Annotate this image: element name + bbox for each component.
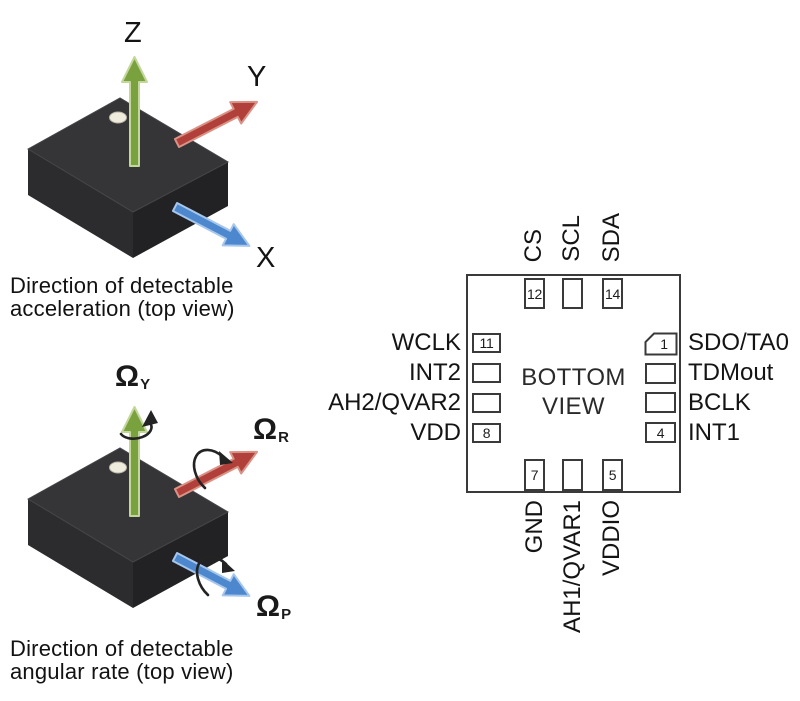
pin-number: 5 [608, 467, 617, 483]
x-rotation-arrowhead [222, 559, 235, 573]
omega-p-symbol: Ω [256, 590, 281, 623]
pin-label-ah1-qvar1: AH1/QVAR1 [559, 500, 586, 633]
pin-label-vddio: VDDIO [598, 500, 625, 577]
pin-label-int2: INT2 [408, 359, 461, 386]
pin-number: 7 [530, 467, 539, 483]
pin-pad-scl [562, 278, 583, 309]
omega-y-label: ΩY [115, 362, 150, 397]
pin-pad-tdmout [645, 363, 676, 384]
pin-label-wclk: WCLK [391, 329, 461, 356]
pin-pad-vdd: 8 [472, 423, 501, 443]
pin-label-tdmout: TDMout [688, 359, 774, 386]
pin-label-int1: INT1 [688, 419, 741, 446]
angular-rate-chip-graphic [27, 406, 264, 609]
bottom-view-line1: BOTTOM [521, 364, 626, 391]
pin-pad-vddio: 5 [602, 459, 623, 491]
bottom-view-label: BOTTOM VIEW [466, 363, 681, 421]
pin-label-sdo-ta0: SDO/TA0 [688, 329, 789, 356]
omega-r-subscript: R [278, 429, 289, 446]
pin-label-cs: CS [520, 228, 547, 262]
acceleration-caption-line1: Direction of detectable [10, 273, 234, 298]
angular-caption-line1: Direction of detectable [10, 636, 234, 661]
pin-number: 8 [482, 425, 491, 441]
y-rotation-arrowhead [219, 451, 233, 465]
pin-label-sda: SDA [598, 212, 625, 262]
y-rotation-arc [192, 448, 225, 490]
z-axis-label: Z [124, 17, 142, 49]
pin1-chamfer-shape [644, 332, 678, 356]
omega-p-label: ΩP [256, 592, 291, 627]
acceleration-caption: Direction of detectable acceleration (to… [10, 274, 235, 320]
angular-caption-line2: angular rate (top view) [10, 659, 234, 684]
pin-pad-gnd: 7 [524, 459, 545, 491]
acceleration-caption-line2: acceleration (top view) [10, 296, 235, 321]
x-rotation-arc [195, 555, 228, 597]
pin-pad-ah2-qvar2 [472, 393, 501, 413]
acceleration-chip-graphic [27, 56, 264, 259]
pin-label-vdd: VDD [410, 419, 461, 446]
pin-pad-int2 [472, 363, 501, 383]
pin-pad-cs: 12 [524, 278, 545, 309]
y-axis-label: Y [247, 61, 267, 93]
pin-label-bclk: BCLK [688, 389, 751, 416]
pin-number: 4 [656, 424, 665, 441]
pin-label-scl: SCL [558, 215, 585, 262]
pin-pad-ah1-qvar1 [562, 459, 583, 491]
pin-pad-sdo-ta0: 1 [644, 332, 678, 356]
pin-pad-sda: 14 [602, 278, 623, 309]
omega-y-symbol: Ω [115, 360, 140, 393]
z-rotation-arc [119, 421, 153, 441]
pin-pad-wclk: 11 [472, 333, 501, 353]
pin-pad-bclk [645, 392, 676, 413]
omega-y-subscript: Y [140, 376, 151, 393]
bottom-pin-labels: GND AH1/QVAR1 VDDIO [466, 500, 681, 675]
rotation-arc-arrowheads [142, 410, 235, 573]
angular-rate-caption: Direction of detectable angular rate (to… [10, 637, 234, 683]
pin-label-gnd: GND [521, 500, 548, 554]
pin-number: 1 [660, 336, 668, 352]
pin-number: 12 [527, 285, 542, 302]
pin-label-ah2-qvar2: AH2/QVAR2 [328, 389, 461, 416]
top-pin-labels: CS SCL SDA [466, 180, 681, 262]
omega-p-subscript: P [281, 606, 292, 623]
bottom-view-line2: VIEW [542, 393, 605, 420]
pin-pad-int1: 4 [645, 422, 676, 443]
rotation-arcs [119, 421, 228, 597]
pin-number: 14 [605, 285, 620, 302]
omega-r-label: ΩR [253, 415, 289, 450]
x-axis-label: X [256, 242, 276, 274]
pin-number: 11 [479, 335, 494, 351]
omega-r-symbol: Ω [253, 413, 278, 446]
z-rotation-arrowhead [142, 410, 158, 427]
